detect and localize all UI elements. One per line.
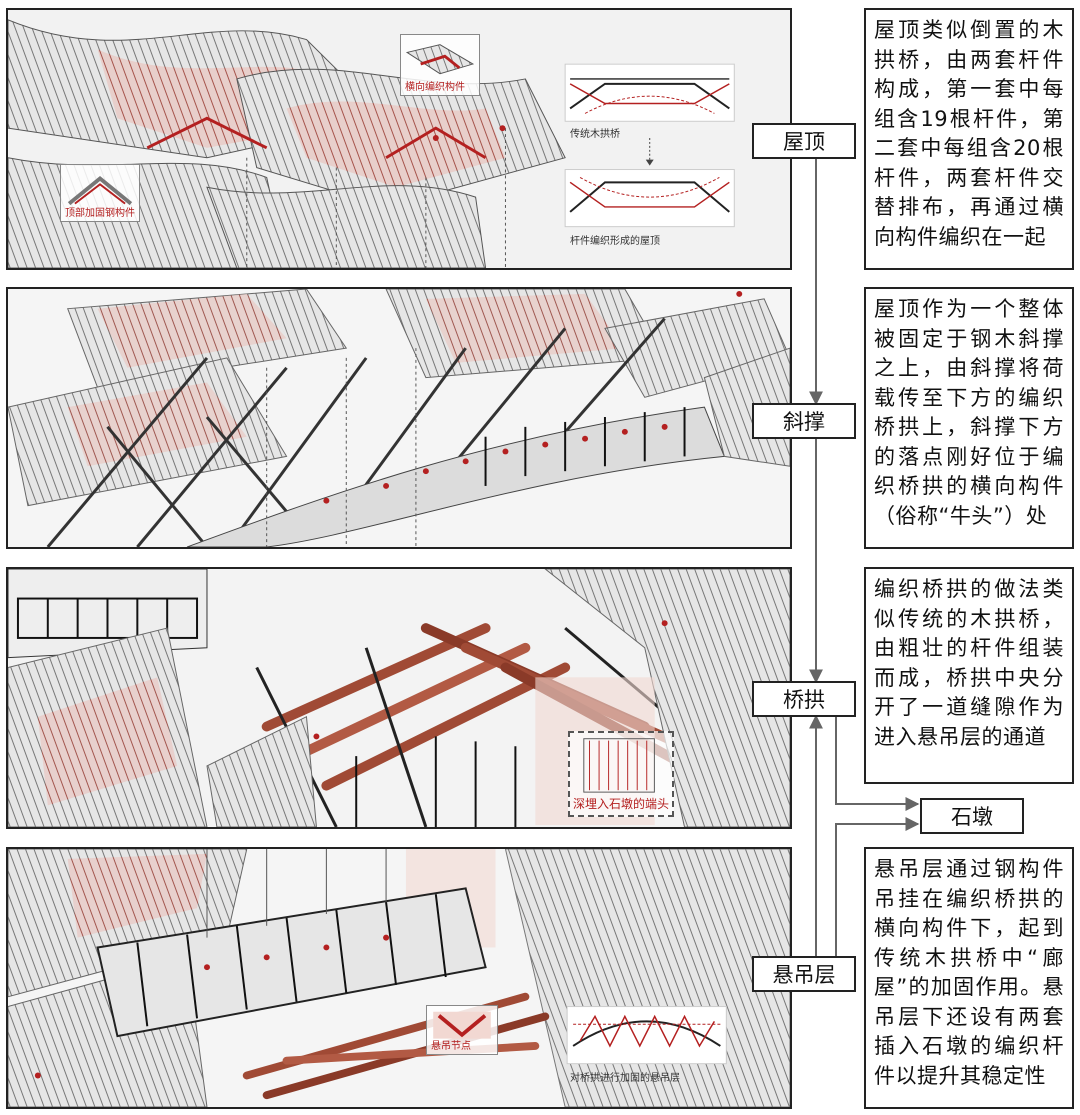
suspended-diagram-label: 对桥拱进行加固的悬吊层 <box>570 1073 680 1084</box>
label-arch: 桥拱 <box>752 681 856 717</box>
label-brace: 斜撑 <box>752 403 856 439</box>
suspended-detail-inset: 悬吊节点 <box>426 1005 498 1055</box>
label-suspended-layer: 悬吊层 <box>752 956 856 992</box>
roof-axonometric-panel: 横向编织构件 顶部加固钢构件 传统木拱桥 杆件编织形成的屋顶 <box>6 8 792 270</box>
suspended-reinforcement-diagram <box>566 1006 727 1065</box>
woven-roof-diagram <box>564 169 735 228</box>
suspended-detail-label: 悬吊节点 <box>431 1041 471 1052</box>
traditional-arch-bridge-diagram <box>564 63 735 122</box>
roof-detail-inset-weave: 横向编织构件 <box>400 34 480 96</box>
desc-arch: 编织桥拱的做法类似传统的木拱桥，由粗壮的杆件组装而成，桥拱中央分开了一道缝隙作为… <box>864 567 1074 784</box>
brace-axonometric-panel <box>6 287 792 549</box>
roof-diagram-1-label: 传统木拱桥 <box>570 129 620 140</box>
roof-detail-weave-label: 横向编织构件 <box>405 82 465 93</box>
roof-detail-inset-steel: 顶部加固钢构件 <box>60 164 140 222</box>
arch-detail-inset: 深埋入石墩的端头 <box>568 731 674 817</box>
desc-brace: 屋顶作为一个整体被固定于钢木斜撑之上，由斜撑将荷载传至下方的编织桥拱上，斜撑下方… <box>864 287 1074 549</box>
arch-drawing <box>8 569 790 827</box>
brace-drawing <box>8 289 790 547</box>
roof-drawing <box>8 10 790 268</box>
desc-roof: 屋顶类似倒置的木拱桥，由两套杆件构成，第一套中每组含19根杆件，第二套中每组含2… <box>864 8 1074 270</box>
desc-suspended-layer: 悬吊层通过钢构件吊挂在编织桥拱的横向构件下，起到传统木拱桥中“廊屋”的加固作用。… <box>864 847 1074 1109</box>
suspended-layer-axonometric-panel: 悬吊节点 对桥拱进行加固的悬吊层 <box>6 847 792 1109</box>
arch-detail-label: 深埋入石墩的端头 <box>573 797 670 811</box>
roof-diagram-2-label: 杆件编织形成的屋顶 <box>570 236 660 247</box>
suspended-layer-drawing <box>8 849 790 1107</box>
label-roof: 屋顶 <box>752 123 856 159</box>
label-pier: 石墩 <box>920 798 1024 834</box>
roof-detail-steel-label: 顶部加固钢构件 <box>65 208 135 219</box>
arch-axonometric-panel: 深埋入石墩的端头 <box>6 567 792 829</box>
